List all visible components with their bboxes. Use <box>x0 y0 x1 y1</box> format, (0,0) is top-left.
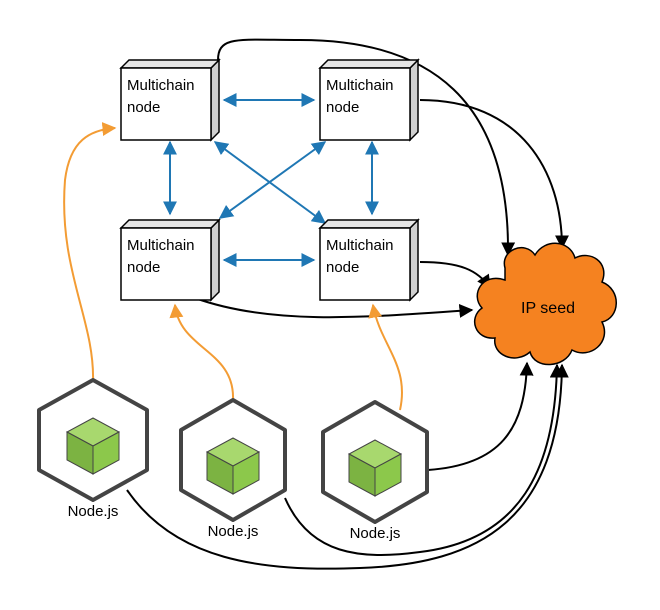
multichain-node-top-left: Multichain node <box>119 58 221 142</box>
nodejs-cube-right <box>92 431 120 475</box>
box-side <box>210 58 220 142</box>
box-top <box>318 219 420 229</box>
box-front <box>319 227 411 301</box>
multichain-node-top-right: Multichain node <box>318 58 420 142</box>
nodejs-node-left: Node.js <box>37 378 149 520</box>
connector-nodejs-right-to-mc-br <box>368 303 403 411</box>
cloud-icon <box>473 242 617 366</box>
node-label-line2: node <box>326 259 359 276</box>
box-front <box>120 67 212 141</box>
nodejs-cube-right <box>232 451 260 495</box>
connector-br-to-seed <box>419 261 491 290</box>
node-label-line2: node <box>127 259 160 276</box>
nodejs-label: Node.js <box>208 523 259 540</box>
nodejs-node-middle: Node.js <box>179 398 287 540</box>
box-side <box>210 218 220 302</box>
connector-nodejs-middle-to-seed <box>284 363 564 556</box>
connector-nodejs-left-to-mc-tl <box>63 122 117 383</box>
node-label-line1: Multichain <box>127 237 195 254</box>
seed-connectors <box>126 38 569 570</box>
connector-tr-to-seed <box>419 99 569 250</box>
nodejs-cube-right <box>374 453 402 497</box>
multichain-node-bottom-right: Multichain node <box>318 218 420 302</box>
ip-seed-label: IP seed <box>521 300 575 317</box>
ip-seed-cloud: IP seed <box>473 242 617 366</box>
nodejs-connectors <box>63 122 403 411</box>
peer-tr-bl <box>218 141 327 219</box>
connector-bl-to-seed <box>194 297 474 319</box>
node-label-line1: Multichain <box>326 77 394 94</box>
node-label-line1: Multichain <box>127 77 195 94</box>
box-front <box>120 227 212 301</box>
box-top <box>318 59 420 69</box>
peer-connectors <box>163 93 379 267</box>
box-front <box>319 67 411 141</box>
connector-nodejs-left-to-seed <box>126 363 569 570</box>
box-side <box>409 58 419 142</box>
box-top <box>119 219 221 229</box>
node-label-line1: Multichain <box>326 237 394 254</box>
node-label-line2: node <box>127 99 160 116</box>
connector-nodejs-right-to-seed <box>427 361 534 471</box>
nodejs-label: Node.js <box>350 525 401 542</box>
box-top <box>119 59 221 69</box>
connector-tl-to-seed <box>217 38 516 257</box>
connector-nodejs-middle-to-mc-bl <box>169 303 235 401</box>
multichain-node-bottom-left: Multichain node <box>119 218 221 302</box>
box-side <box>409 218 419 302</box>
nodejs-node-right: Node.js <box>321 400 429 542</box>
node-label-line2: node <box>326 99 359 116</box>
nodejs-label: Node.js <box>68 503 119 520</box>
